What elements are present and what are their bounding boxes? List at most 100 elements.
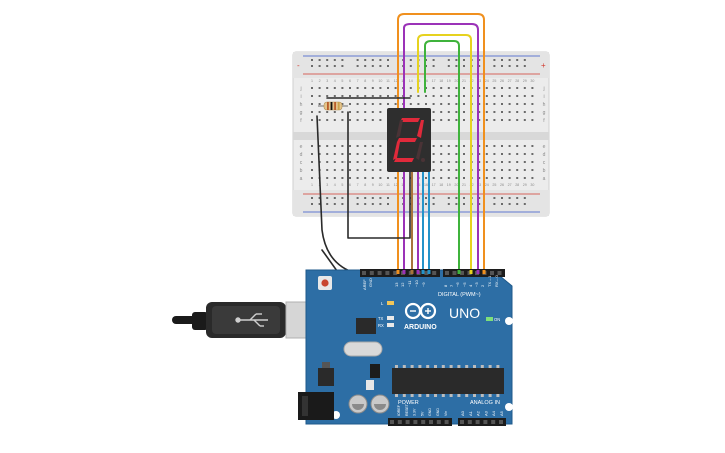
terminal-hole[interactable] xyxy=(485,177,488,179)
terminal-hole[interactable] xyxy=(326,119,329,121)
terminal-hole[interactable] xyxy=(455,169,458,171)
terminal-hole[interactable] xyxy=(364,153,367,155)
terminal-hole[interactable] xyxy=(349,103,351,105)
terminal-hole[interactable] xyxy=(349,145,351,147)
wire-green[interactable] xyxy=(424,40,460,273)
terminal-hole[interactable] xyxy=(326,111,329,113)
rail-hole[interactable] xyxy=(326,197,329,199)
wire-purple[interactable] xyxy=(403,23,479,273)
terminal-hole[interactable] xyxy=(379,153,382,155)
pin-hole[interactable] xyxy=(483,420,488,424)
terminal-hole[interactable] xyxy=(455,95,458,97)
terminal-hole[interactable] xyxy=(349,177,351,179)
rail-hole[interactable] xyxy=(364,203,367,205)
terminal-hole[interactable] xyxy=(501,103,503,105)
terminal-hole[interactable] xyxy=(516,87,519,89)
terminal-hole[interactable] xyxy=(333,169,336,171)
resistor[interactable] xyxy=(318,101,348,111)
terminal-hole[interactable] xyxy=(432,177,435,179)
terminal-hole[interactable] xyxy=(523,177,526,179)
terminal-hole[interactable] xyxy=(387,95,389,97)
terminal-hole[interactable] xyxy=(379,103,382,105)
terminal-hole[interactable] xyxy=(356,145,359,147)
analog-header[interactable] xyxy=(458,418,506,426)
terminal-hole[interactable] xyxy=(516,161,519,163)
terminal-hole[interactable] xyxy=(463,119,465,121)
terminal-hole[interactable] xyxy=(440,153,443,155)
terminal-hole[interactable] xyxy=(493,169,496,171)
rail-hole[interactable] xyxy=(387,197,389,199)
terminal-hole[interactable] xyxy=(349,87,351,89)
terminal-hole[interactable] xyxy=(463,111,465,113)
rail-hole[interactable] xyxy=(311,203,313,205)
terminal-hole[interactable] xyxy=(432,111,435,113)
terminal-hole[interactable] xyxy=(356,161,359,163)
rail-hole[interactable] xyxy=(493,65,496,67)
terminal-hole[interactable] xyxy=(326,177,329,179)
rail-hole[interactable] xyxy=(409,59,412,61)
terminal-hole[interactable] xyxy=(318,111,321,113)
rail-hole[interactable] xyxy=(387,65,389,67)
terminal-hole[interactable] xyxy=(447,111,450,113)
reset-button-cap[interactable] xyxy=(321,279,329,287)
terminal-hole[interactable] xyxy=(478,153,481,155)
terminal-hole[interactable] xyxy=(417,95,420,97)
digital-header-1[interactable] xyxy=(360,269,440,277)
pin-hole[interactable] xyxy=(390,420,394,424)
terminal-hole[interactable] xyxy=(333,87,336,89)
terminal-hole[interactable] xyxy=(364,169,367,171)
terminal-hole[interactable] xyxy=(501,111,503,113)
terminal-hole[interactable] xyxy=(501,161,503,163)
terminal-hole[interactable] xyxy=(440,177,443,179)
terminal-hole[interactable] xyxy=(478,103,481,105)
terminal-hole[interactable] xyxy=(523,87,526,89)
terminal-hole[interactable] xyxy=(341,95,344,97)
terminal-hole[interactable] xyxy=(485,111,488,113)
pin-hole[interactable] xyxy=(397,420,402,424)
terminal-hole[interactable] xyxy=(493,177,496,179)
terminal-hole[interactable] xyxy=(485,153,488,155)
rail-hole[interactable] xyxy=(432,59,435,61)
terminal-hole[interactable] xyxy=(501,153,503,155)
rail-hole[interactable] xyxy=(463,203,465,205)
terminal-hole[interactable] xyxy=(531,87,534,89)
wire-orange[interactable] xyxy=(397,13,485,273)
terminal-hole[interactable] xyxy=(463,95,465,97)
terminal-hole[interactable] xyxy=(478,95,481,97)
rail-hole[interactable] xyxy=(318,65,321,67)
terminal-hole[interactable] xyxy=(356,111,359,113)
terminal-hole[interactable] xyxy=(371,111,374,113)
rail-hole[interactable] xyxy=(493,203,496,205)
terminal-hole[interactable] xyxy=(326,95,329,97)
terminal-hole[interactable] xyxy=(364,145,367,147)
rail-hole[interactable] xyxy=(523,203,526,205)
terminal-hole[interactable] xyxy=(333,177,336,179)
rail-hole[interactable] xyxy=(516,197,519,199)
terminal-hole[interactable] xyxy=(341,169,344,171)
terminal-hole[interactable] xyxy=(493,111,496,113)
rail-hole[interactable] xyxy=(425,197,427,199)
terminal-hole[interactable] xyxy=(508,111,511,113)
terminal-hole[interactable] xyxy=(371,153,374,155)
terminal-hole[interactable] xyxy=(440,95,443,97)
terminal-hole[interactable] xyxy=(508,177,511,179)
rail-hole[interactable] xyxy=(425,203,427,205)
terminal-hole[interactable] xyxy=(311,95,313,97)
terminal-hole[interactable] xyxy=(485,95,488,97)
terminal-hole[interactable] xyxy=(523,111,526,113)
terminal-hole[interactable] xyxy=(349,153,351,155)
terminal-hole[interactable] xyxy=(463,161,465,163)
terminal-hole[interactable] xyxy=(531,177,534,179)
terminal-hole[interactable] xyxy=(432,87,435,89)
terminal-hole[interactable] xyxy=(371,169,374,171)
terminal-hole[interactable] xyxy=(341,87,344,89)
terminal-hole[interactable] xyxy=(531,145,534,147)
terminal-hole[interactable] xyxy=(501,87,503,89)
rail-hole[interactable] xyxy=(501,65,503,67)
rail-hole[interactable] xyxy=(455,203,458,205)
rail-hole[interactable] xyxy=(508,65,511,67)
rail-hole[interactable] xyxy=(341,197,344,199)
terminal-hole[interactable] xyxy=(364,95,367,97)
rail-hole[interactable] xyxy=(463,197,465,199)
